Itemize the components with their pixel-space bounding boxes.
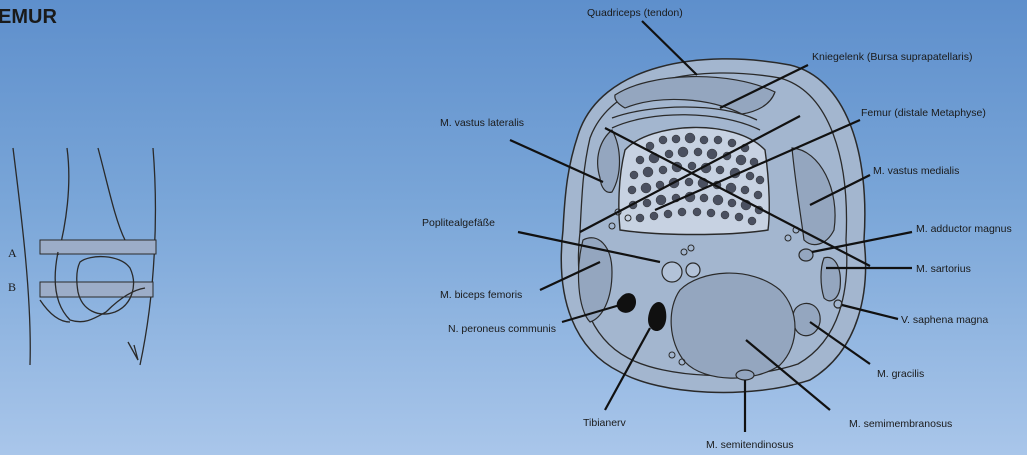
label-peroneus: N. peroneus communis (448, 323, 556, 335)
knee-overview: A B (8, 148, 156, 365)
marker-a: A (8, 246, 17, 260)
label-biceps-femoris: M. biceps femoris (440, 289, 522, 301)
label-popliteal: Poplitealgefäße (422, 217, 495, 229)
marker-b: B (8, 280, 16, 294)
label-femur: Femur (distale Metaphyse) (861, 107, 986, 119)
label-vastus-lateralis: M. vastus lateralis (440, 117, 524, 129)
label-kniegelenk: Kniegelenk (Bursa suprapatellaris) (812, 51, 973, 63)
label-gracilis: M. gracilis (877, 368, 924, 380)
label-sartorius: M. sartorius (916, 263, 971, 275)
label-tibianerv: Tibianerv (583, 417, 627, 429)
label-semimembranosus: M. semimembranosus (849, 418, 952, 430)
cross-section (561, 59, 865, 393)
label-adductor-magnus: M. adductor magnus (916, 223, 1012, 235)
label-saphena: V. saphena magna (901, 314, 988, 326)
label-semitendinosus: M. semitendinosus (706, 439, 794, 451)
label-vastus-medialis: M. vastus medialis (873, 165, 959, 177)
label-quadriceps: Quadriceps (tendon) (587, 7, 683, 19)
